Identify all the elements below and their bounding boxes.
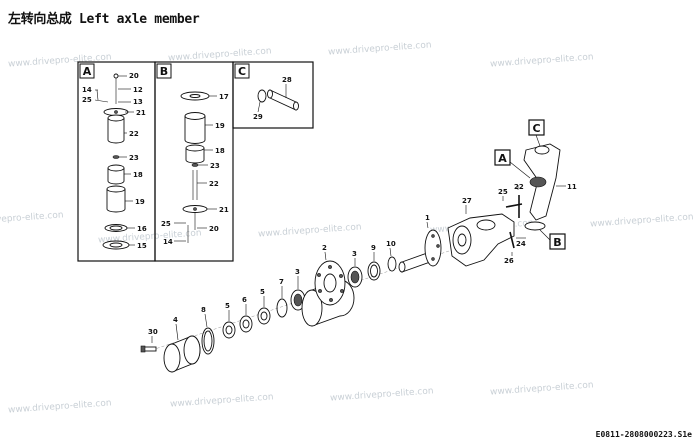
part-number: 22 — [514, 183, 524, 191]
part-number: 5 — [260, 288, 265, 296]
part-number: 29 — [253, 113, 263, 121]
part-7-ring: 7 — [276, 278, 288, 318]
part-5-nut: 5 — [222, 302, 236, 339]
part-27-steering-knuckle: 27 — [447, 197, 515, 267]
part-number: 17 — [219, 93, 229, 101]
part-9-seal: 9 — [367, 244, 381, 281]
detail-box-c: C 28 29 — [232, 61, 314, 129]
part-5-nut-inner: 5 — [257, 288, 271, 325]
part-3-bearing-inner: 3 — [347, 250, 363, 288]
part-number: 25 — [161, 220, 171, 228]
part-number: 13 — [133, 98, 143, 106]
part-1-spindle: 1 — [398, 214, 442, 273]
part-number: 16 — [137, 225, 147, 233]
part-number: 2 — [322, 244, 327, 252]
part-2-wheel-hub: 2 — [301, 244, 355, 327]
part-number: 7 — [279, 278, 284, 286]
detail-box-b: B 17 19 18 23 — [154, 61, 234, 262]
part-number: 19 — [215, 122, 225, 130]
knuckle-fasteners: 25 22 26 24 — [498, 183, 526, 265]
part-number: 5 — [225, 302, 230, 310]
part-number: 23 — [129, 154, 139, 162]
callout-b: B — [539, 229, 566, 250]
callout-a: A — [494, 149, 531, 179]
part-10-ring: 10 — [386, 240, 397, 272]
part-number: 25 — [82, 96, 92, 104]
part-4-hub-cap: 4 — [163, 316, 201, 373]
part-number: 12 — [133, 86, 143, 94]
part-number: 23 — [210, 162, 220, 170]
part-number: 28 — [282, 76, 292, 84]
part-number: 26 — [504, 257, 514, 265]
part-number: 6 — [242, 296, 247, 304]
part-number: 19 — [135, 198, 145, 206]
part-number: 11 — [567, 183, 577, 191]
part-number: 9 — [371, 244, 376, 252]
callout-label: A — [498, 152, 507, 165]
part-3-bearing: 3 — [290, 268, 306, 311]
part-number: 14 — [163, 238, 173, 246]
part-number: 25 — [498, 188, 508, 196]
drawing-code: E0811-2808000223.S1e — [595, 430, 692, 439]
part-number: 18 — [133, 171, 143, 179]
page-title: 左转向总成 Left axle member — [8, 12, 200, 27]
part-8-seal: 8 — [201, 306, 215, 355]
part-number: 1 — [425, 214, 430, 222]
part-number: 20 — [209, 225, 219, 233]
callout-label: B — [553, 236, 561, 249]
part-number: 3 — [352, 250, 357, 258]
part-number: 8 — [201, 306, 206, 314]
detail-box-label: A — [83, 65, 92, 78]
part-number: 22 — [209, 180, 219, 188]
part-number: 3 — [295, 268, 300, 276]
part-30-bolt: 30 — [140, 328, 158, 353]
main-assembly: 30 4 8 5 — [140, 119, 577, 373]
part-number: 21 — [136, 109, 146, 117]
part-number: 20 — [129, 72, 139, 80]
callout-label: C — [532, 122, 540, 135]
part-6-washer: 6 — [239, 296, 253, 333]
part-number: 21 — [219, 206, 229, 214]
detail-box-a: A — [77, 61, 156, 262]
part-number: 10 — [386, 240, 396, 248]
detail-box-label: B — [160, 65, 168, 78]
part-number: 15 — [137, 242, 147, 250]
part-11-steering-arm: 11 — [523, 143, 577, 231]
part-number: 18 — [215, 147, 225, 155]
part-number: 4 — [173, 316, 178, 324]
callout-c: C — [528, 119, 545, 147]
part-number: 24 — [516, 240, 526, 248]
part-number: 27 — [462, 197, 472, 205]
part-number: 22 — [129, 130, 139, 138]
detail-box-label: C — [238, 65, 246, 78]
part-number: 30 — [148, 328, 158, 336]
part-number: 14 — [82, 86, 92, 94]
